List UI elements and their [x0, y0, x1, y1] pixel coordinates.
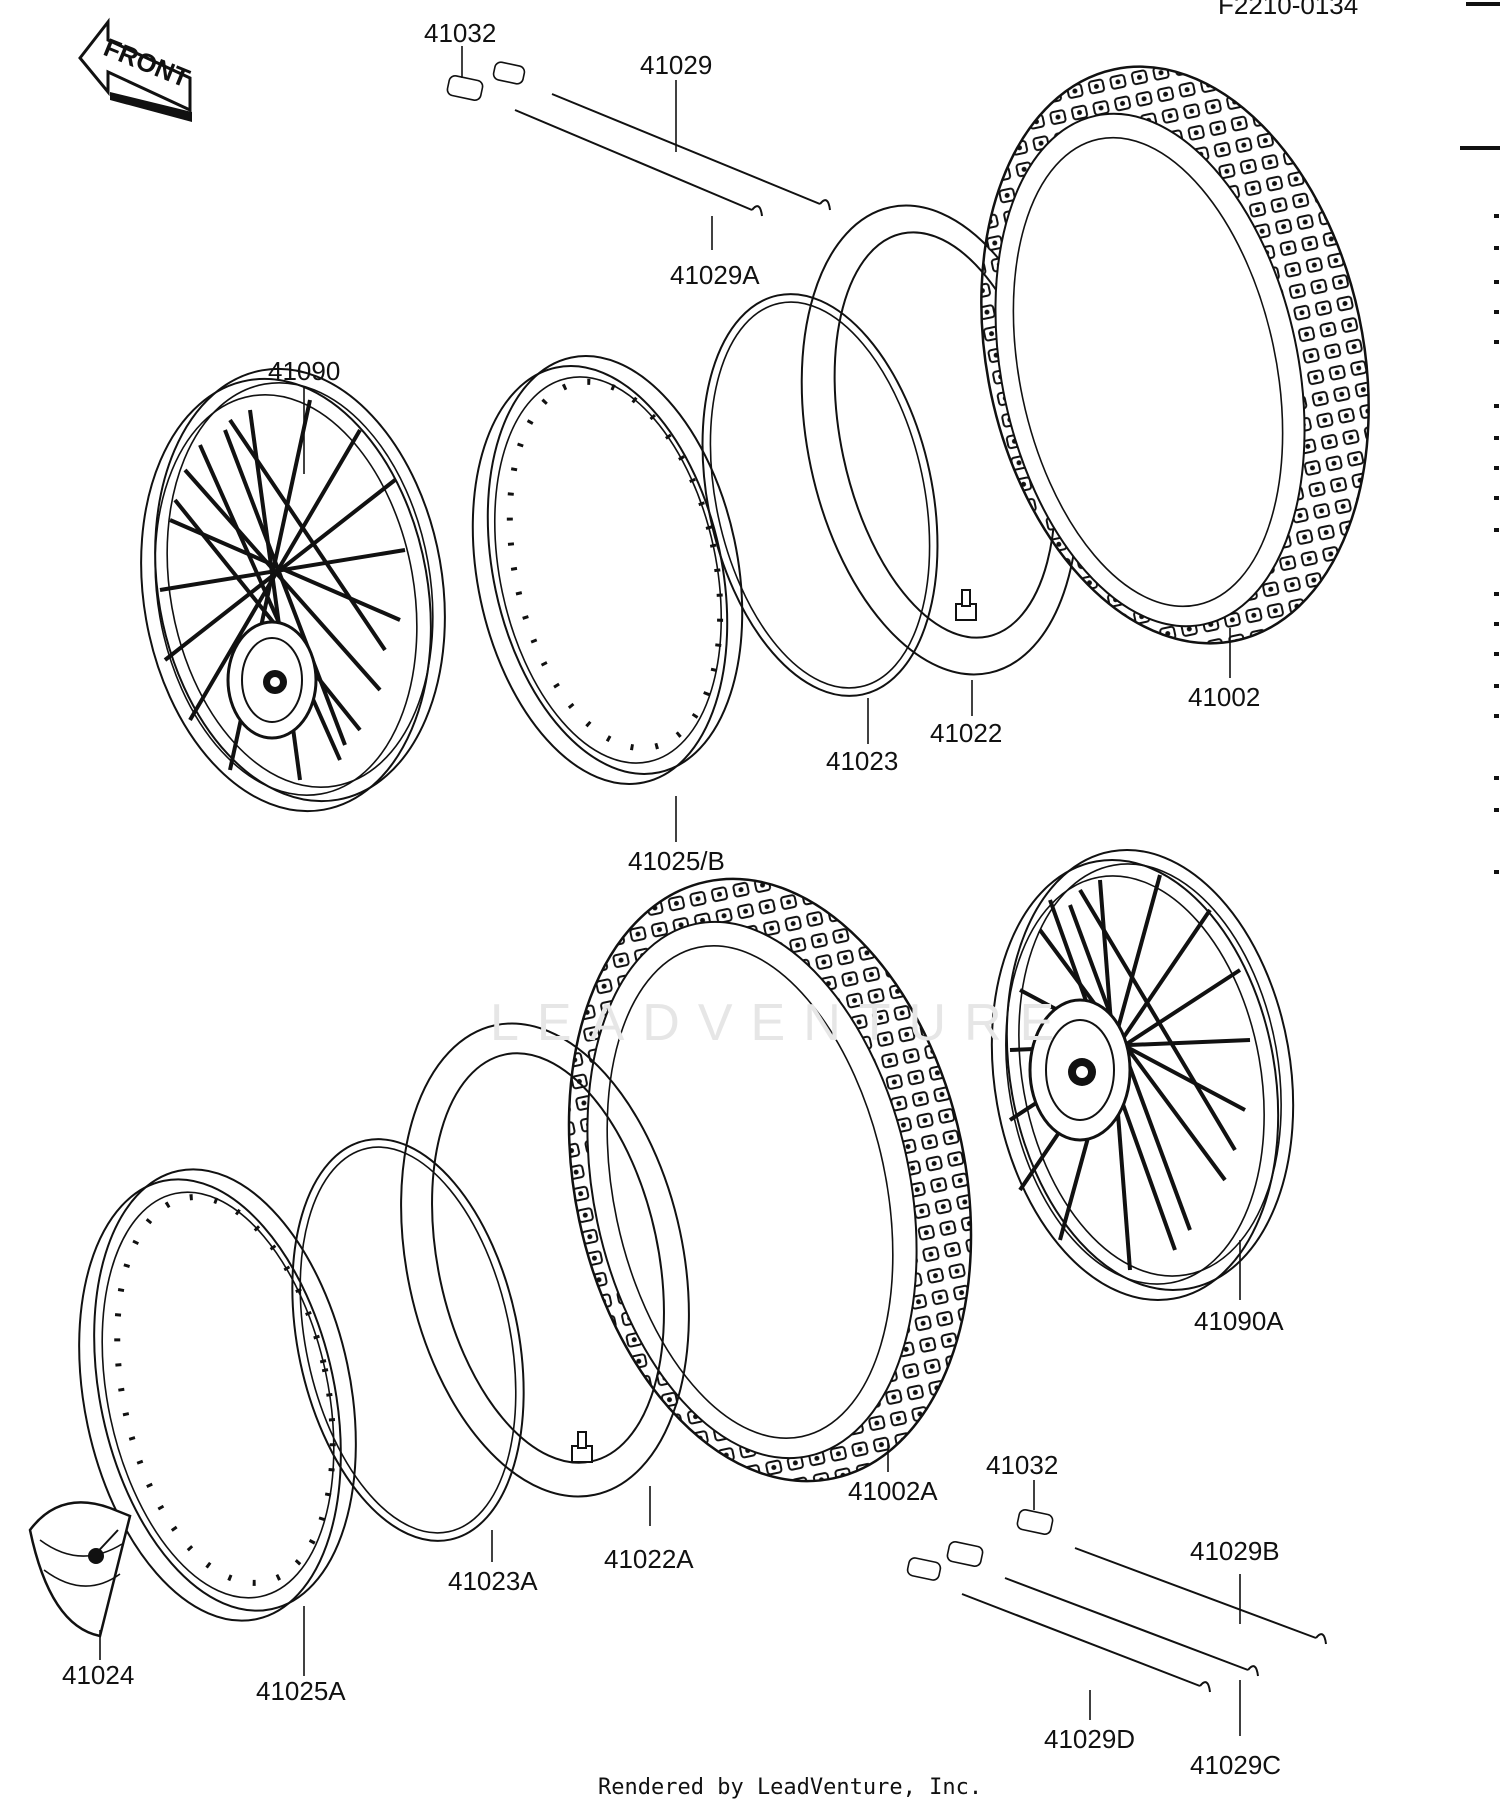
rim-band-front-icon: [701, 293, 939, 697]
label-41029B: 41029B: [1190, 1536, 1280, 1566]
label-41029A: 41029A: [670, 260, 760, 290]
inner-tube-rear-icon: [400, 1022, 690, 1498]
label-41002: 41002: [1188, 682, 1260, 712]
label-41090: 41090: [268, 356, 340, 386]
rim-rear-icon: [78, 1168, 357, 1622]
watermark: LEADVENTURE: [490, 994, 1072, 1052]
label-41032-top: 41032: [424, 18, 496, 48]
label-41025A: 41025A: [256, 1676, 346, 1706]
rim-lock-icon: [28, 1501, 132, 1638]
rim-front-icon: [471, 355, 744, 785]
label-41023A: 41023A: [448, 1566, 538, 1596]
spokes-top-icon: [514, 93, 831, 217]
rim-band-rear-icon: [291, 1138, 525, 1542]
right-edge-marks: [1460, 2, 1500, 874]
label-41024: 41024: [62, 1660, 134, 1690]
spokes-bottom-icon: [961, 1547, 1327, 1693]
spoke-nipple-bottom-icon: [906, 1509, 1054, 1581]
label-41025B: 41025/B: [628, 846, 725, 876]
label-41032-bottom: 41032: [986, 1450, 1058, 1480]
footer-credit: Rendered by LeadVenture, Inc.: [598, 1775, 982, 1800]
label-41002A: 41002A: [848, 1476, 938, 1506]
label-41029D: 41029D: [1044, 1724, 1135, 1754]
front-arrow-icon: FRONT: [78, 17, 194, 122]
wheel-assembly-front-icon: [140, 367, 446, 813]
tire-rear-icon: [567, 877, 973, 1483]
spoke-nipple-top-icon: [446, 61, 526, 101]
label-41029: 41029: [640, 50, 712, 80]
label-41022: 41022: [930, 718, 1002, 748]
label-41023: 41023: [826, 746, 898, 776]
wheel-assembly-rear-icon: [990, 849, 1295, 1301]
label-41029C: 41029C: [1190, 1750, 1281, 1780]
label-41022A: 41022A: [604, 1544, 694, 1574]
tire-front-icon: [980, 65, 1370, 645]
diagram-code: F2210-0134: [1218, 0, 1358, 20]
label-41090A: 41090A: [1194, 1306, 1284, 1336]
